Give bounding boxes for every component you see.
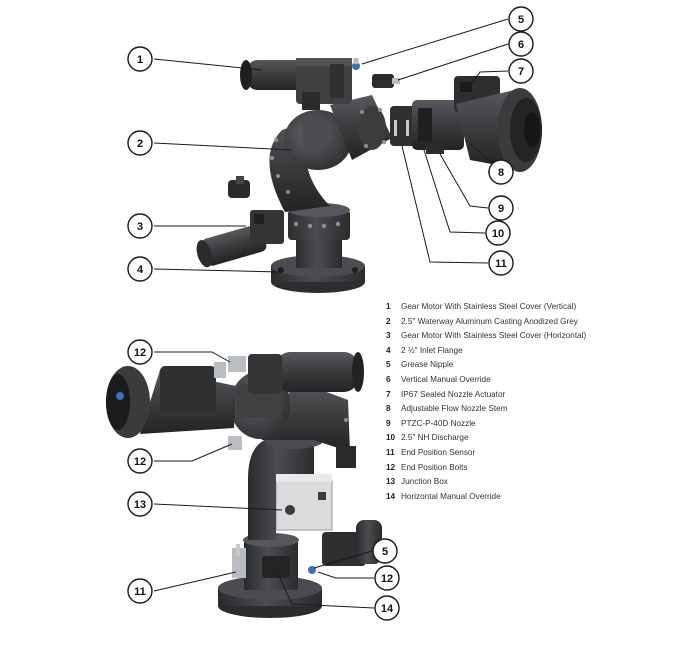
- legend-item: 5 Grease Nipple: [386, 358, 686, 373]
- svg-text:11: 11: [495, 258, 507, 270]
- legend-item: 3 Gear Motor With Stainless Steel Cover (…: [386, 329, 686, 344]
- legend-item: 13 Junction Box: [386, 475, 686, 490]
- legend-number: 12: [386, 462, 396, 472]
- legend-number: 2: [386, 316, 391, 326]
- callout-12-b: 12: [127, 448, 153, 474]
- callout-7: 7: [508, 58, 534, 84]
- legend-label: Junction Box: [401, 477, 448, 487]
- legend-item: 12 End Position Bolts: [386, 461, 686, 476]
- legend-number: 1: [386, 302, 391, 311]
- legend-item: 1 Gear Motor With Stainless Steel Cover (…: [386, 300, 686, 315]
- callout-3: 3: [127, 213, 153, 239]
- legend-item: 2 2.5" Waterway Aluminum Casting Anodized…: [386, 315, 686, 330]
- svg-text:2: 2: [137, 138, 143, 150]
- legend-number: 11: [386, 447, 395, 457]
- legend-label: 2.5" Waterway Aluminum Casting Anodized …: [401, 316, 578, 326]
- leader-lines-bottom: [153, 351, 375, 609]
- svg-text:7: 7: [518, 66, 524, 78]
- legend-item: 11 End Position Sensor: [386, 446, 686, 461]
- legend-item: 9 PTZC-P-40D Nozzle: [386, 417, 686, 432]
- callout-8: 8: [488, 159, 514, 185]
- callout-2: 2: [127, 130, 153, 156]
- bottom-monitor-illustration: [106, 352, 382, 618]
- legend-number: 3: [386, 331, 391, 341]
- legend-label: Vertical Manual Override: [401, 374, 491, 384]
- legend-label: Adjustable Flow Nozzle Stem: [401, 404, 508, 414]
- svg-text:8: 8: [498, 167, 504, 179]
- legend-number: 14: [386, 491, 396, 501]
- legend-item: 10 2.5" NH Discharge: [386, 431, 686, 446]
- svg-text:14: 14: [381, 603, 394, 615]
- legend-number: 4: [386, 345, 391, 355]
- callouts-top: 1 2 3 4 5 6 7 8 9 10 11: [127, 6, 534, 282]
- callout-11-b: 11: [127, 578, 153, 604]
- svg-text:12: 12: [134, 456, 146, 468]
- svg-text:10: 10: [492, 228, 504, 240]
- legend-label: 2.5" NH Discharge: [401, 433, 469, 443]
- legend-label: Gear Motor With Stainless Steel Cover (H…: [401, 331, 587, 341]
- callouts-bottom: 12 12 13 11 5 12 14: [127, 339, 400, 621]
- legend-label: Grease Nipple: [401, 360, 454, 370]
- top-monitor-illustration: [196, 58, 542, 293]
- svg-text:12: 12: [134, 347, 146, 359]
- svg-text:13: 13: [134, 499, 146, 511]
- callout-5-b: 5: [372, 538, 398, 564]
- svg-text:5: 5: [518, 14, 524, 26]
- legend-number: 8: [386, 404, 391, 414]
- callout-1: 1: [127, 46, 153, 72]
- svg-text:4: 4: [137, 264, 144, 276]
- legend-label: Horizontal Manual Override: [401, 491, 501, 501]
- legend-number: 10: [386, 433, 396, 443]
- callout-5: 5: [508, 6, 534, 32]
- callout-12-c: 12: [374, 565, 400, 591]
- legend-number: 5: [386, 360, 391, 370]
- legend-number: 9: [386, 418, 391, 428]
- legend-label: End Position Sensor: [401, 447, 476, 457]
- legend-label: PTZC-P-40D Nozzle: [401, 418, 476, 428]
- svg-text:3: 3: [137, 221, 143, 233]
- legend-item: 4 2 ½" Inlet Flange: [386, 344, 686, 359]
- callout-10: 10: [485, 220, 511, 246]
- callout-11: 11: [488, 250, 514, 276]
- callout-13: 13: [127, 491, 153, 517]
- svg-text:11: 11: [134, 586, 146, 598]
- legend-item: 6 Vertical Manual Override: [386, 373, 686, 388]
- callout-12-a: 12: [127, 339, 153, 365]
- callout-14: 14: [374, 595, 400, 621]
- legend-label: 2 ½" Inlet Flange: [401, 345, 463, 355]
- legend-item: 14 Horizontal Manual Override: [386, 490, 686, 505]
- legend-number: 6: [386, 374, 391, 384]
- legend-label: IP67 Sealed Nozzle Actuator: [401, 389, 506, 399]
- legend-number: 7: [386, 389, 391, 399]
- svg-text:12: 12: [381, 573, 393, 585]
- legend-number: 13: [386, 477, 396, 487]
- legend-item: 7 IP67 Sealed Nozzle Actuator: [386, 388, 686, 403]
- svg-text:9: 9: [498, 203, 504, 215]
- legend-item: 8 Adjustable Flow Nozzle Stem: [386, 402, 686, 417]
- callout-9: 9: [488, 195, 514, 221]
- svg-text:1: 1: [137, 54, 143, 66]
- legend-label: End Position Bolts: [401, 462, 468, 472]
- callout-4: 4: [127, 256, 153, 282]
- legend-label: Gear Motor With Stainless Steel Cover (V…: [401, 302, 577, 311]
- callout-6: 6: [508, 31, 534, 57]
- svg-text:6: 6: [518, 39, 524, 51]
- svg-text:5: 5: [382, 546, 388, 558]
